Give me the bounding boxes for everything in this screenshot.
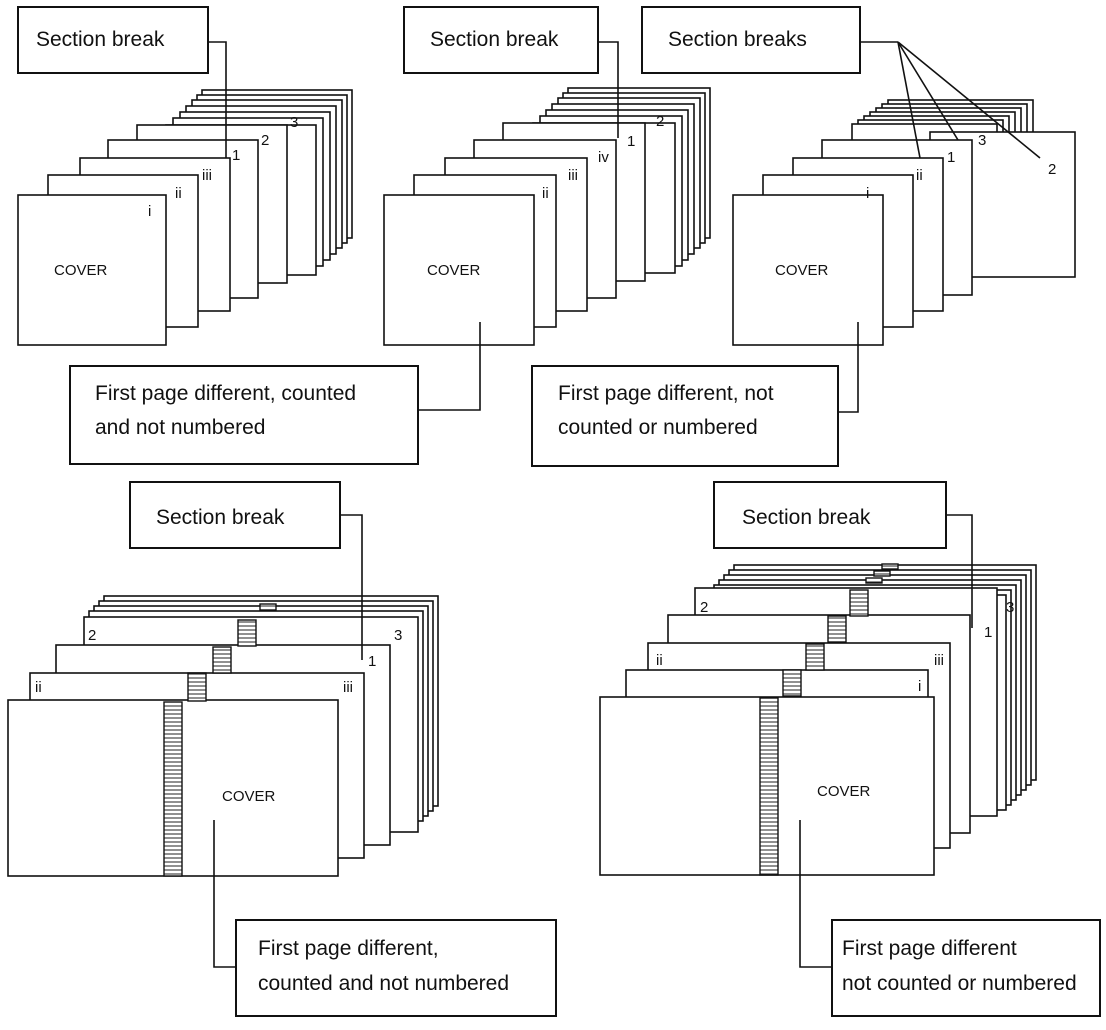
section-break-label: Section break xyxy=(36,28,165,51)
first-page-note-line: counted and not numbered xyxy=(258,972,509,995)
connector-line xyxy=(598,41,619,138)
section-break-label: Section break xyxy=(156,506,285,529)
page-number: 3 xyxy=(290,114,298,131)
cover-label: COVER xyxy=(775,262,829,279)
page-number: 3 xyxy=(1006,599,1014,616)
cover-label: COVER xyxy=(427,262,481,279)
page-number: ii xyxy=(542,185,549,202)
connector-line xyxy=(340,514,363,660)
diagram-2 xyxy=(383,87,711,346)
first-page-note-line: First page different, xyxy=(258,937,439,960)
connector-lines xyxy=(860,41,1041,159)
first-page-note-line: First page different xyxy=(842,937,1017,960)
connector-line xyxy=(213,820,236,968)
connector-line xyxy=(208,41,227,158)
first-page-note-line: and not numbered xyxy=(95,416,265,439)
page-number: ii xyxy=(656,652,663,669)
page-number: 2 xyxy=(88,627,96,644)
page-number: 1 xyxy=(232,147,240,164)
page-number: 3 xyxy=(394,627,402,644)
connector-line xyxy=(946,514,973,628)
section-break-label: Section breaks xyxy=(668,28,807,51)
page-number: 1 xyxy=(947,149,955,166)
first-page-note-line: counted or numbered xyxy=(558,416,758,439)
cover-label: COVER xyxy=(817,783,871,800)
cover-label: COVER xyxy=(54,262,108,279)
spine-binding xyxy=(759,563,899,876)
page-number: i xyxy=(918,678,921,695)
page-stack xyxy=(762,99,1076,328)
cover-page xyxy=(17,194,167,346)
page-number: i xyxy=(866,185,869,202)
page-number: iii xyxy=(202,167,212,184)
page-number: iii xyxy=(343,679,353,696)
diagram-1 xyxy=(17,89,353,346)
page-number: 2 xyxy=(700,599,708,616)
page-number: 2 xyxy=(1048,161,1056,178)
section-break-label: Section break xyxy=(742,506,871,529)
page-number: iii xyxy=(568,167,578,184)
connector-line xyxy=(418,322,481,411)
page-number: 1 xyxy=(984,624,992,641)
page-number: 1 xyxy=(627,133,635,150)
page-number: ii xyxy=(175,185,182,202)
callout-box xyxy=(235,919,557,1017)
cover-page xyxy=(732,194,884,346)
connector-line xyxy=(799,820,832,968)
page-number: i xyxy=(148,203,151,220)
cover-label: COVER xyxy=(222,788,276,805)
first-page-note-line: First page different, not xyxy=(558,382,774,405)
callout-box xyxy=(531,365,839,467)
page-number: 2 xyxy=(656,113,664,130)
page-number: iii xyxy=(934,652,944,669)
page-number: 2 xyxy=(261,132,269,149)
callout-box xyxy=(129,481,341,549)
first-page-note-line: not counted or numbered xyxy=(842,972,1077,995)
section-break-label: Section break xyxy=(430,28,559,51)
callout-box xyxy=(713,481,947,549)
diagram-4 xyxy=(7,595,439,877)
page-number: iv xyxy=(598,149,609,166)
callout-box xyxy=(69,365,419,465)
page-number: 3 xyxy=(978,132,986,149)
callout-box xyxy=(403,6,599,74)
callout-box xyxy=(831,919,1101,1017)
page-number: ii xyxy=(35,679,42,696)
callout-box xyxy=(17,6,209,74)
page-number: ii xyxy=(916,167,923,184)
spine-binding xyxy=(163,603,277,877)
callout-box xyxy=(641,6,861,74)
connector-line xyxy=(838,322,859,413)
diagram-3 xyxy=(732,99,1076,346)
first-page-note-line: First page different, counted xyxy=(95,382,356,405)
page-number: 1 xyxy=(368,653,376,670)
diagram-5 xyxy=(599,564,1037,876)
cover-page xyxy=(383,194,535,346)
